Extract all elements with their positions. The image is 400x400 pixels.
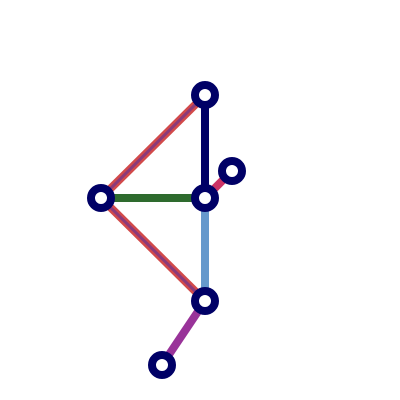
node-lower bbox=[191, 287, 219, 315]
nodes-layer bbox=[87, 81, 246, 379]
node-left bbox=[87, 184, 115, 212]
edge-inner-n2-n1 bbox=[99, 93, 207, 200]
node-upper-right bbox=[218, 157, 246, 185]
node-bottom bbox=[148, 351, 176, 379]
edge-inner-n2-n5 bbox=[99, 196, 207, 303]
node-top bbox=[191, 81, 219, 109]
edges-layer bbox=[98, 92, 235, 368]
node-center bbox=[191, 184, 219, 212]
